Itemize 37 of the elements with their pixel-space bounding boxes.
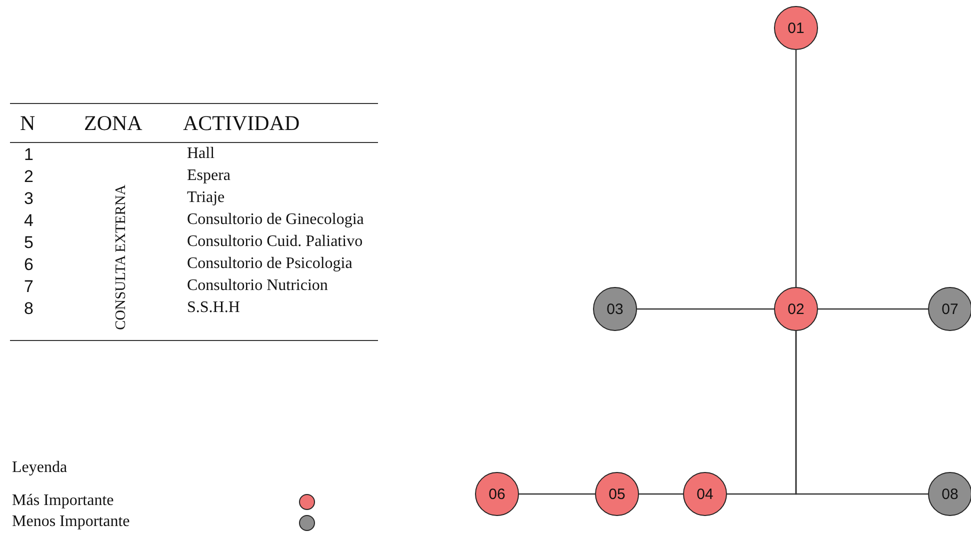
legend-text: Más Importante (12, 493, 114, 509)
row-number: 4 (24, 212, 34, 229)
column-header: ACTIVIDAD (183, 113, 300, 134)
node-circle: 03 (593, 287, 637, 331)
connector-line (795, 331, 928, 495)
node-circle: 04 (683, 472, 727, 516)
column-header: N (20, 113, 36, 134)
node-circle: 07 (928, 287, 971, 331)
connector-line (519, 493, 595, 495)
zone-name: CONSULTA EXTERNA (114, 184, 128, 330)
node-circle: 02 (774, 287, 818, 331)
activity-name: Consultorio de Ginecologia (187, 212, 364, 228)
column-header: ZONA (84, 113, 142, 134)
activity-name: Hall (187, 146, 215, 162)
row-number: 7 (24, 278, 34, 295)
node-circle: 06 (475, 472, 519, 516)
row-number: 5 (24, 234, 34, 251)
row-number: 1 (24, 146, 34, 163)
connector-line (795, 50, 797, 287)
node-circle: 08 (928, 472, 971, 516)
activity-name: Espera (187, 168, 231, 184)
node-circle: 05 (595, 472, 639, 516)
activity-name: Triaje (187, 190, 225, 206)
row-number: 8 (24, 300, 34, 317)
connector-line (637, 308, 774, 310)
legend-text: Menos Importante (12, 514, 130, 530)
activity-name: Consultorio Nutricion (187, 278, 328, 294)
activity-name: S.S.H.H (187, 300, 240, 316)
activity-name: Consultorio de Psicologia (187, 256, 352, 272)
activity-name: Consultorio Cuid. Paliativo (187, 234, 363, 250)
connector-line (639, 493, 683, 495)
row-number: 2 (24, 168, 34, 185)
connector-line (818, 308, 928, 310)
row-number: 6 (24, 256, 34, 273)
legend-title: Leyenda (12, 460, 68, 476)
node-circle: 01 (774, 6, 818, 50)
row-number: 3 (24, 190, 34, 207)
